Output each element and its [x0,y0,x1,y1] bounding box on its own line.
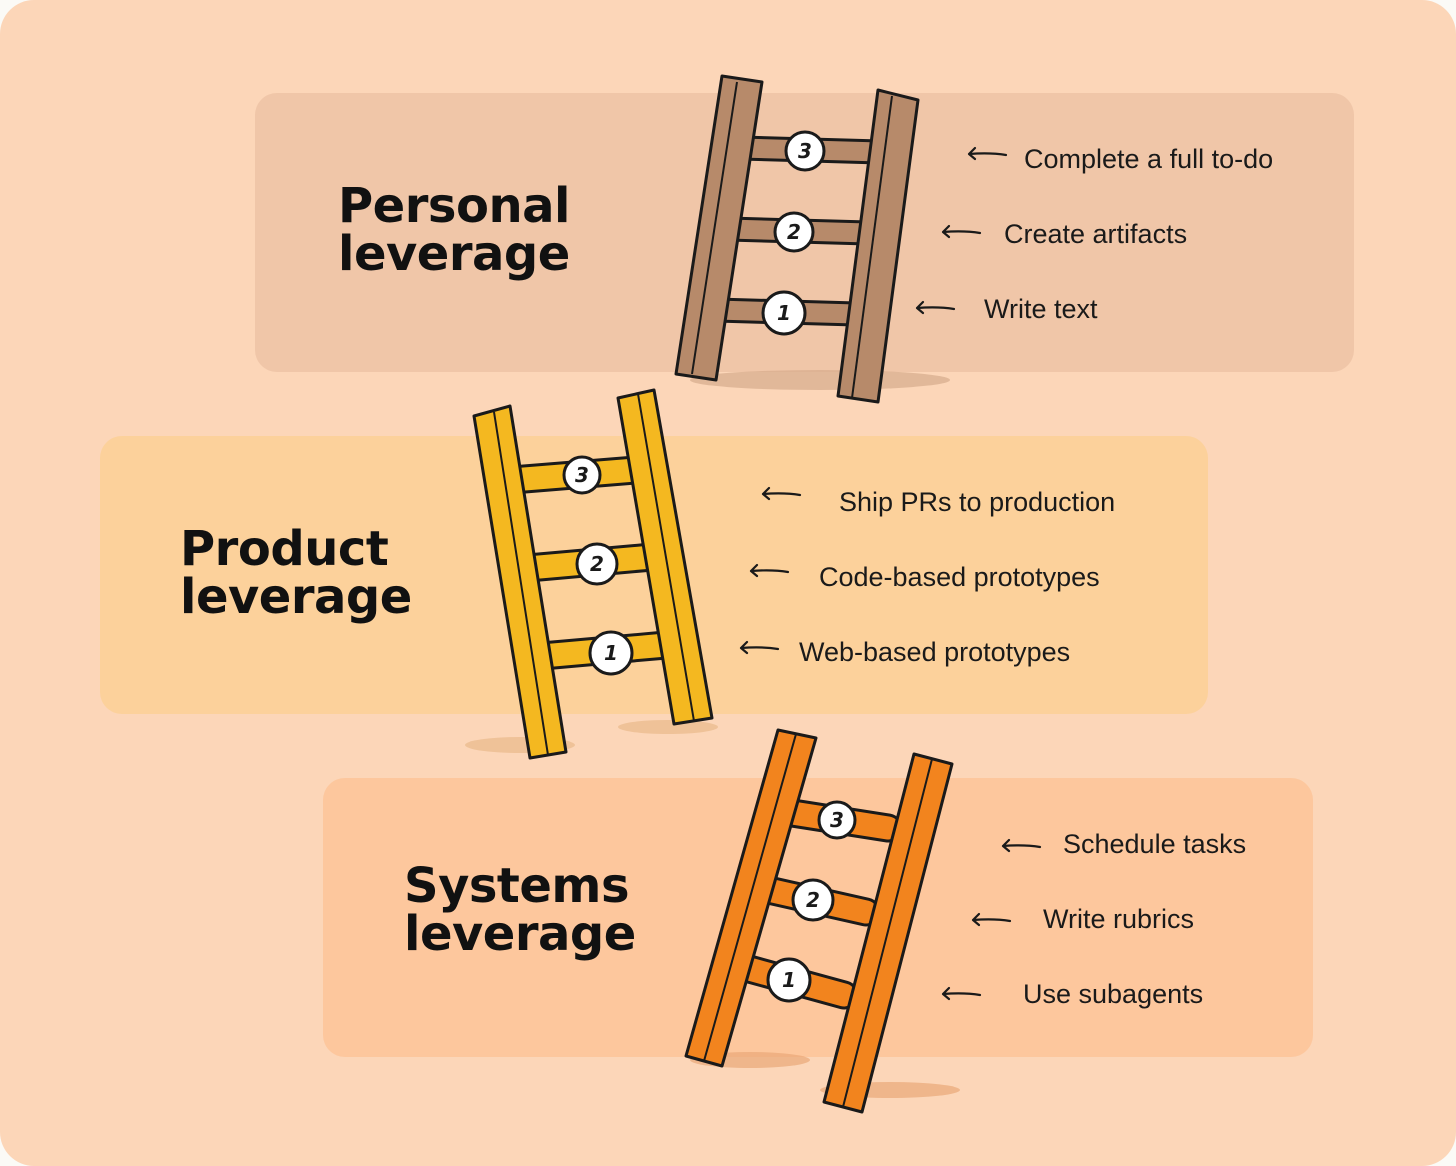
left-arrow-icon [941,224,982,239]
step-label: Use subagents [1023,979,1204,1009]
title-line-1: Personal [338,178,570,234]
left-arrow-icon [1001,838,1042,853]
product-leverage-title: Product leverage [180,525,412,621]
personal-leverage-title: Personal leverage [338,182,570,278]
left-arrow-icon [915,300,956,315]
title-line-1: Systems [404,858,630,914]
left-arrow-icon [749,563,790,578]
step-label: Write rubrics [1043,904,1195,934]
step-label: Code-based prototypes [819,562,1100,592]
title-line-1: Product [180,521,389,577]
left-arrow-icon [941,986,982,1001]
left-arrow-icon [739,640,780,655]
step-label: Ship PRs to production [839,487,1116,517]
systems-leverage-title: Systems leverage [404,862,636,958]
left-arrow-icon [761,486,802,501]
step-label: Create artifacts [1004,219,1188,249]
step-label: Web-based prototypes [799,637,1071,667]
title-line-2: leverage [404,906,636,962]
step-label: Schedule tasks [1063,829,1247,859]
left-arrow-icon [971,912,1012,927]
step-label: Complete a full to-do [1024,144,1274,174]
title-line-2: leverage [338,226,570,282]
left-arrow-icon [967,146,1008,161]
step-label: Write text [984,294,1098,324]
title-line-2: leverage [180,569,412,625]
